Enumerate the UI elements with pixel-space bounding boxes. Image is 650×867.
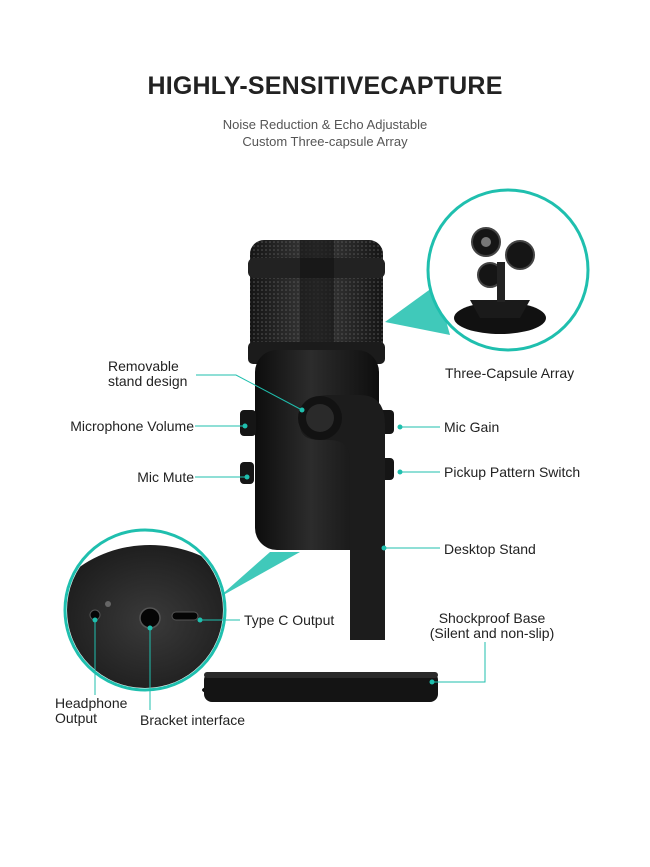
stand-yoke — [300, 395, 385, 640]
callout-lines — [94, 374, 486, 710]
mute-button — [240, 462, 254, 484]
label-shockproof-base: Shockproof Base (Silent and non-slip) — [422, 611, 562, 641]
stand-base — [202, 672, 438, 702]
label-headphone-line2: Output — [55, 710, 98, 726]
callout-dots — [92, 407, 435, 685]
label-type-c-output: Type C Output — [244, 612, 335, 628]
microphone-head — [248, 240, 385, 364]
capsule-zoom-callout — [385, 188, 590, 352]
label-pickup-pattern: Pickup Pattern Switch — [444, 464, 581, 480]
label-shockproof-line2: (Silent and non-slip) — [429, 625, 555, 641]
label-microphone-volume: Microphone Volume — [70, 418, 194, 434]
label-mic-mute: Mic Mute — [137, 469, 194, 485]
label-mic-gain: Mic Gain — [444, 419, 500, 435]
label-headphone-output: Headphone Output — [55, 696, 127, 726]
label-headphone-line1: Headphone — [55, 695, 128, 711]
label-desktop-stand: Desktop Stand — [444, 541, 536, 557]
label-removable-line1: Removable — [108, 358, 179, 374]
label-shockproof-line1: Shockproof Base — [438, 610, 546, 626]
page-title: HIGHLY-SENSITIVECAPTURE — [147, 72, 503, 100]
subtitle-line-2: Custom Three-capsule Array — [242, 134, 408, 149]
mount-knob — [298, 396, 342, 440]
label-removable-line2: stand design — [108, 373, 188, 389]
label-removable-stand: Removable stand design — [108, 359, 187, 389]
label-bracket-interface: Bracket interface — [140, 712, 246, 728]
subtitle-line-1: Noise Reduction & Echo Adjustable — [222, 117, 428, 132]
label-three-capsule: Three-Capsule Array — [445, 365, 575, 381]
volume-knob — [240, 410, 256, 436]
